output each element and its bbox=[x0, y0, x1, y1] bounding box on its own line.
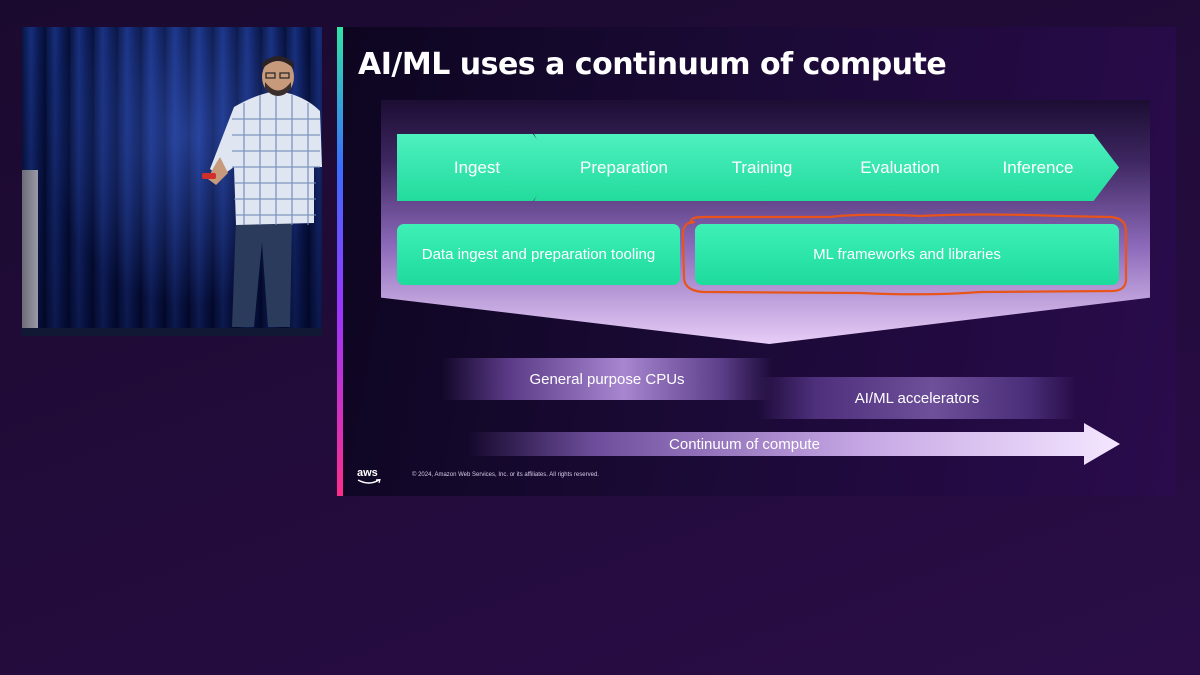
speaker-figure bbox=[202, 56, 322, 327]
cpu-bar: General purpose CPUs bbox=[442, 358, 772, 400]
presentation-slide: AI/ML uses a continuum of compute Ingest… bbox=[337, 27, 1176, 496]
stage-inference: Inference bbox=[949, 134, 1119, 201]
stage-evaluation: Evaluation bbox=[811, 134, 981, 201]
accelerators-bar: AI/ML accelerators bbox=[757, 377, 1077, 419]
aws-smile-icon bbox=[357, 479, 381, 484]
continuum-label: Continuum of compute bbox=[669, 435, 820, 453]
slide-title: AI/ML uses a continuum of compute bbox=[358, 47, 947, 82]
slide-accent-bar bbox=[337, 27, 343, 496]
stage-preparation: Preparation bbox=[534, 134, 706, 201]
stage-training: Training bbox=[674, 134, 842, 201]
stage-ingest: Ingest bbox=[397, 134, 557, 201]
speaker-video bbox=[22, 27, 322, 336]
highlight-annotation bbox=[681, 213, 1128, 296]
copyright-notice: © 2024, Amazon Web Services, Inc. or its… bbox=[412, 472, 599, 478]
data-tooling-box: Data ingest and preparation tooling bbox=[397, 224, 680, 285]
ml-frameworks-box: ML frameworks and libraries bbox=[695, 224, 1119, 285]
stage-podium bbox=[22, 170, 38, 336]
aws-logo: aws bbox=[357, 468, 381, 485]
